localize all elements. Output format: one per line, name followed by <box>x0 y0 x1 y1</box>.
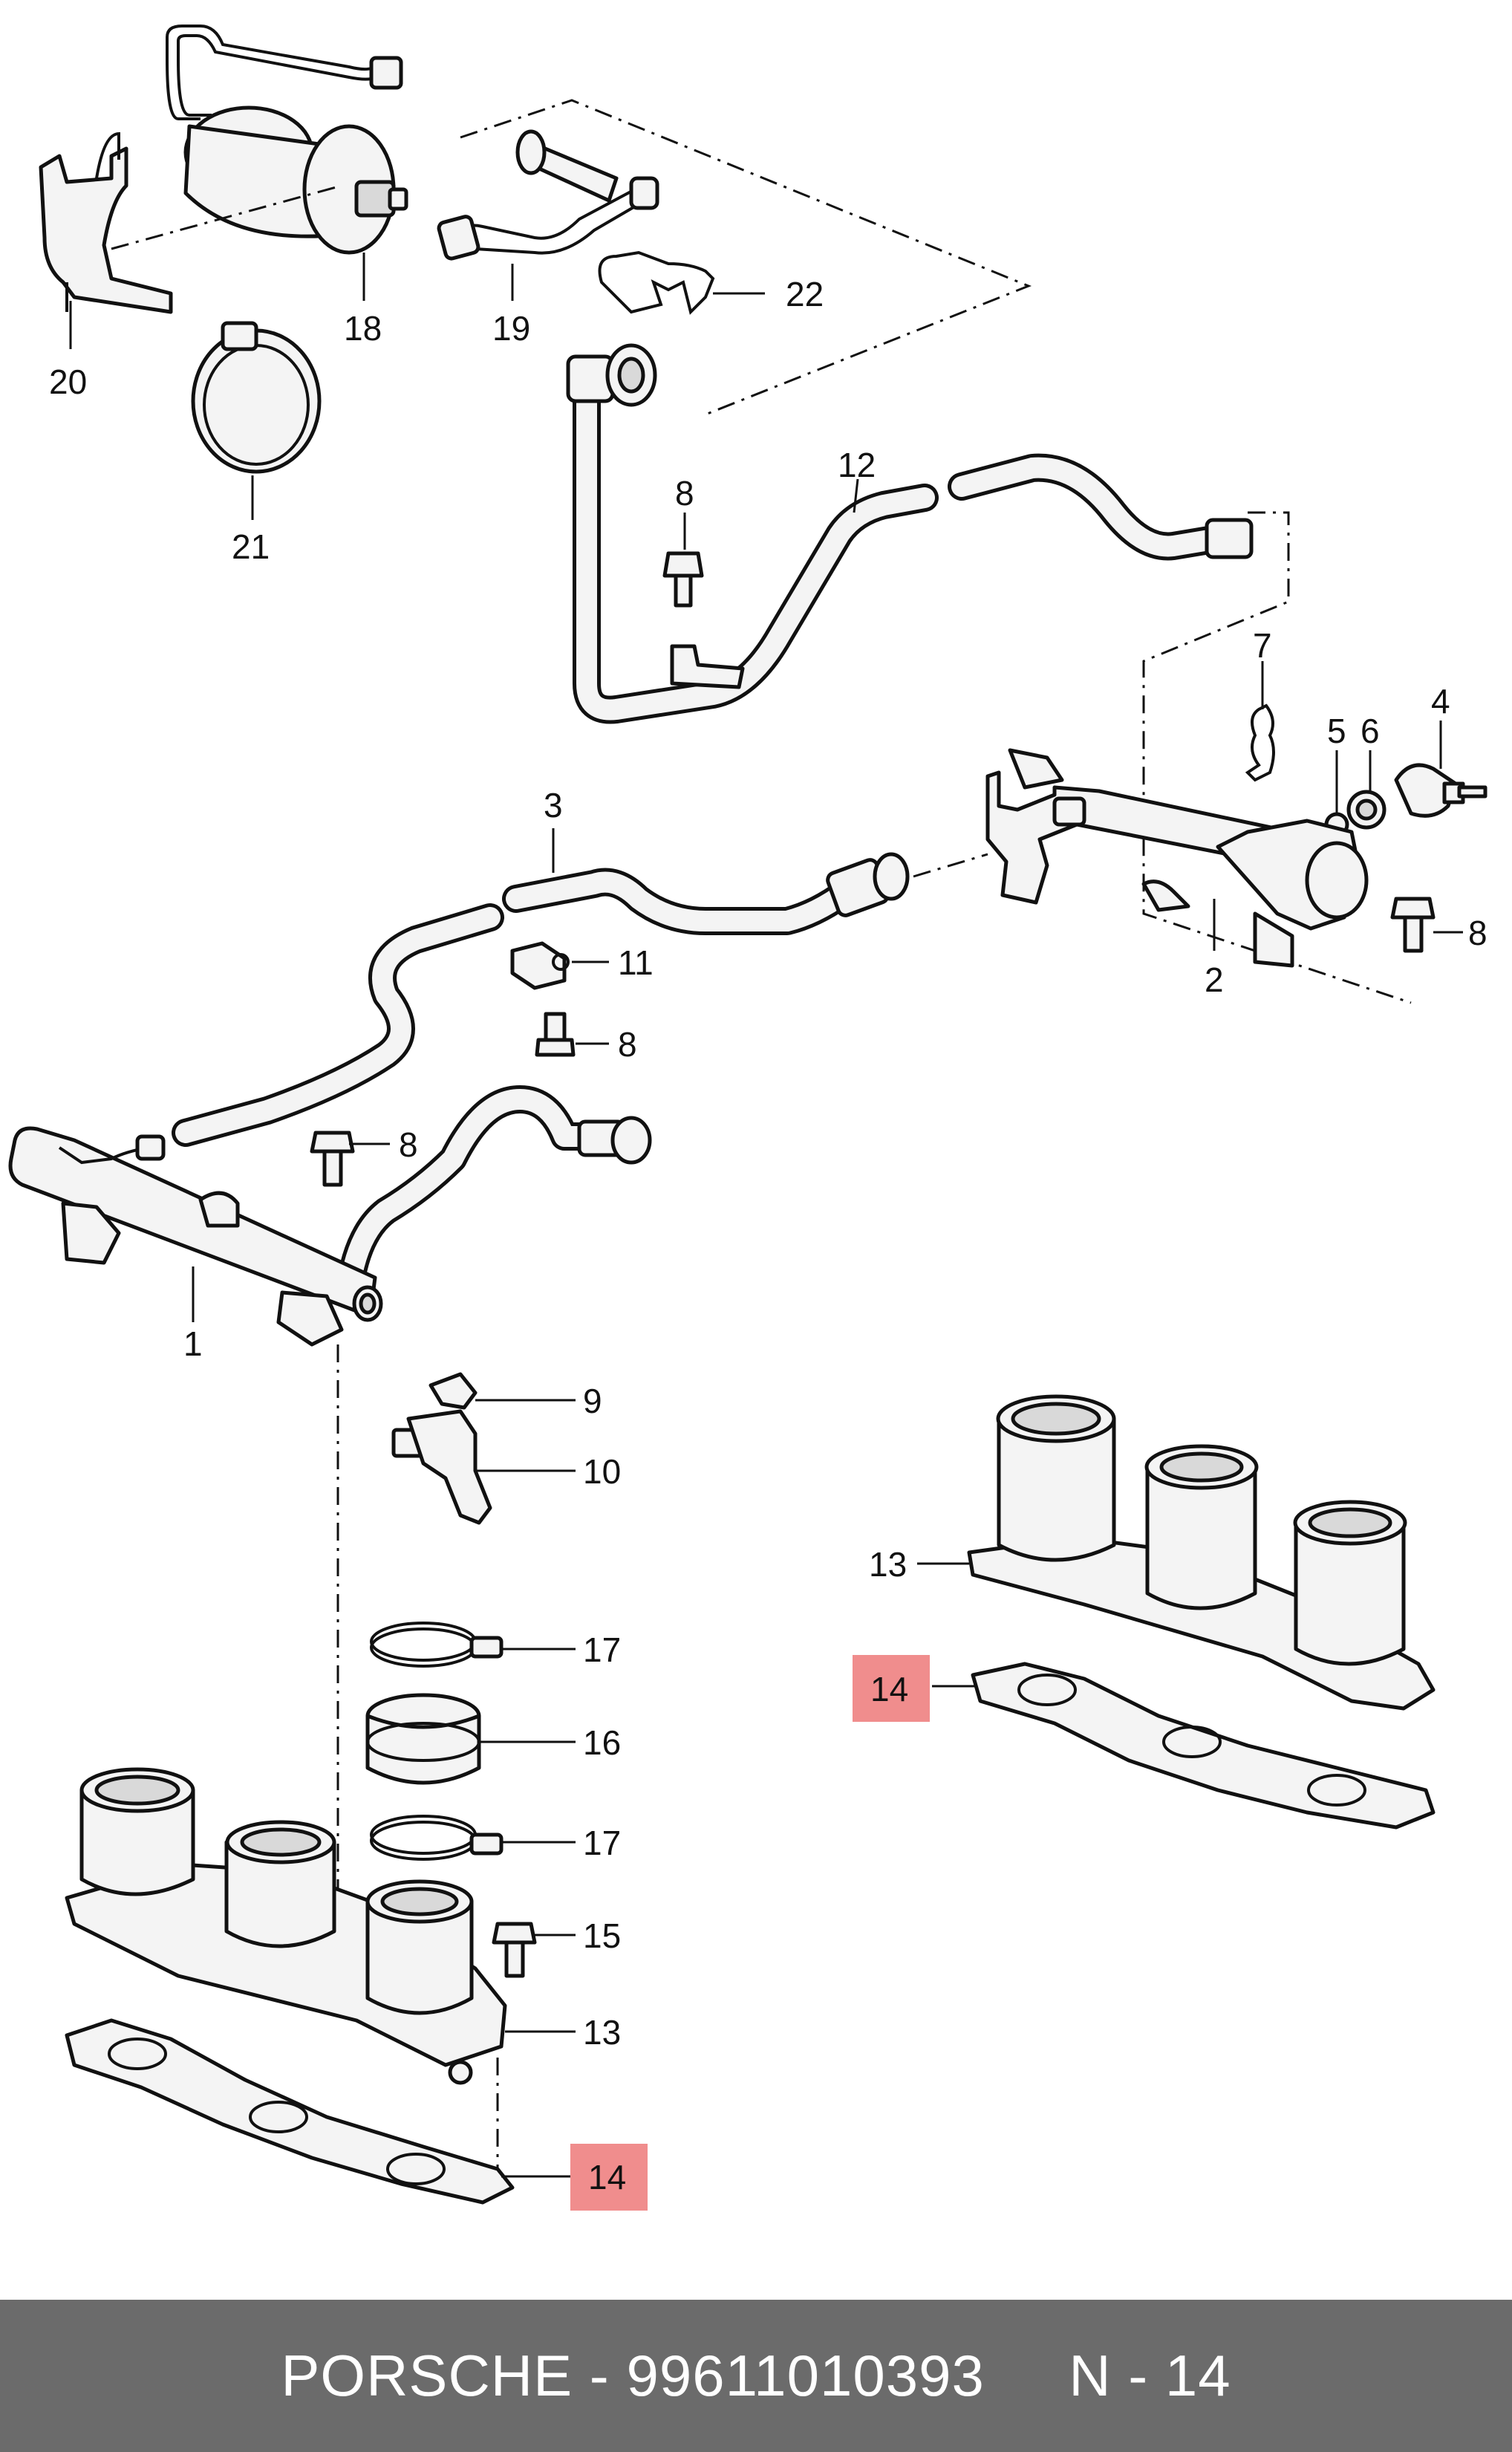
callout-11: 11 <box>618 943 654 982</box>
sleeve-16 <box>365 1693 481 1785</box>
intake-manifold-right <box>967 1394 1436 1711</box>
leader-lines <box>69 253 1463 2178</box>
callout-21: 21 <box>232 527 270 566</box>
callout-8-top: 8 <box>675 474 694 513</box>
exploded-parts-diagram: 18 19 22 20 21 12 8 7 5 6 4 3 11 8 8 2 8… <box>8 25 1487 2211</box>
callout-17-lower: 17 <box>583 1824 621 1862</box>
footer-caption: PORSCHE - 99611010393 N - 14 <box>281 2342 1231 2410</box>
callout-14-right: 14 <box>870 1670 908 1708</box>
footer-separator: - <box>573 2343 627 2408</box>
callout-12: 12 <box>838 446 876 484</box>
fuel-filter <box>166 25 408 255</box>
callout-18: 18 <box>344 309 382 348</box>
clamp-17-lower <box>370 1815 504 1861</box>
bolt-8b <box>535 1012 576 1057</box>
fuel-rail-left <box>8 1126 383 1347</box>
callout-16: 16 <box>583 1723 621 1762</box>
intake-manifold-left <box>65 1767 507 2085</box>
gasket-left <box>65 2018 515 2205</box>
highlight-14-left <box>570 2144 648 2211</box>
callout-8-mid: 8 <box>618 1025 637 1064</box>
bolt-8d <box>1390 897 1436 953</box>
footer-brand: PORSCHE <box>281 2343 573 2408</box>
callout-8-right: 8 <box>1468 914 1487 952</box>
filter-fitting <box>369 56 403 90</box>
callout-6: 6 <box>1361 712 1380 750</box>
callout-5: 5 <box>1327 712 1346 750</box>
fuel-pipe-group <box>111 99 1032 417</box>
fuel-rail-right <box>985 748 1369 968</box>
regulator-parts <box>1245 703 1487 837</box>
bolt-8a <box>662 551 704 608</box>
callout-2: 2 <box>1205 960 1224 999</box>
fuel-line <box>566 343 1412 1004</box>
filter-bracket <box>39 131 173 314</box>
highlight-14-right <box>853 1655 930 1722</box>
callout-14-left: 14 <box>588 2158 626 2196</box>
injector-clip <box>428 1372 478 1410</box>
callout-20: 20 <box>49 362 87 401</box>
return-hose <box>335 1085 652 1307</box>
callout-22: 22 <box>786 275 824 313</box>
gasket-right <box>971 1662 1436 1830</box>
fuel-injector <box>391 1409 492 1525</box>
callout-9: 9 <box>583 1382 602 1420</box>
footer-gap <box>985 2343 1069 2408</box>
callout-19: 19 <box>492 309 530 348</box>
bolt-15 <box>492 1922 537 1978</box>
callout-8-left: 8 <box>399 1125 418 1164</box>
clamp-17-upper <box>370 1622 504 1668</box>
clip-11 <box>510 941 570 990</box>
callout-7: 7 <box>1253 626 1272 665</box>
callout-13-right: 13 <box>869 1545 907 1584</box>
hose-clamp <box>191 321 322 474</box>
callout-17-upper: 17 <box>583 1630 621 1669</box>
callout-13-left: 13 <box>583 2013 621 2052</box>
bolt-8c <box>310 1131 355 1187</box>
fuel-hose-3 <box>172 852 988 1147</box>
footer-ref: N - 14 <box>1069 2343 1231 2408</box>
callout-10: 10 <box>583 1452 621 1491</box>
callout-15: 15 <box>583 1916 621 1955</box>
footer-part-number: 99611010393 <box>626 2343 985 2408</box>
callout-1: 1 <box>183 1324 203 1363</box>
callout-3: 3 <box>544 786 563 825</box>
callout-4: 4 <box>1431 682 1450 721</box>
callout-numbers: 18 19 22 20 21 12 8 7 5 6 4 3 11 8 8 2 8… <box>49 275 1487 2196</box>
footer-bar: PORSCHE - 99611010393 N - 14 <box>0 2300 1512 2452</box>
retaining-clip <box>598 250 715 315</box>
